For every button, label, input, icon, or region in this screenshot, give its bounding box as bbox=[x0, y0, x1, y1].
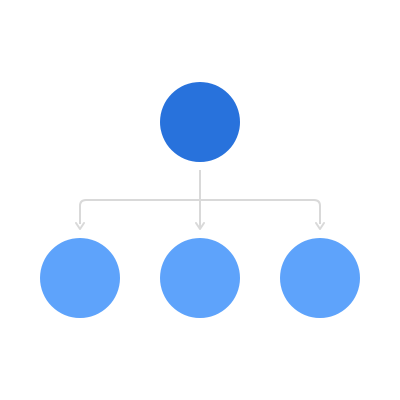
connector-arrow-right bbox=[315, 222, 325, 230]
connector-arrow-left bbox=[75, 222, 85, 230]
child-node-center bbox=[160, 238, 240, 318]
connector-arrow-center bbox=[195, 222, 205, 230]
child-node-right bbox=[280, 238, 360, 318]
parent-node bbox=[160, 82, 240, 162]
child-node-left bbox=[40, 238, 120, 318]
